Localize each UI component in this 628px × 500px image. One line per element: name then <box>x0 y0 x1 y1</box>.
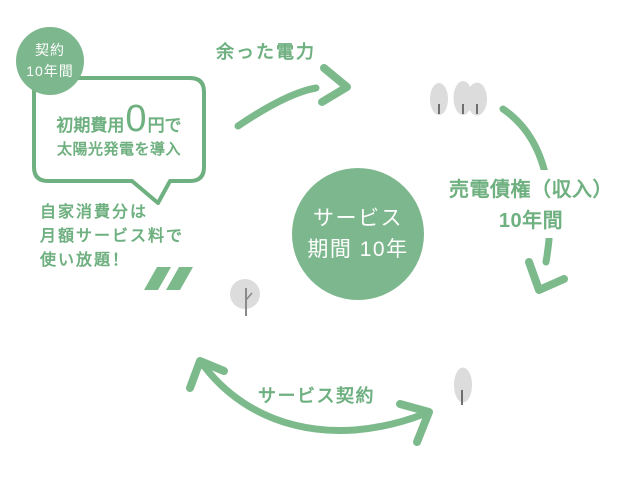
contract-badge-line2: 10年間 <box>26 63 74 79</box>
contract-badge: 契約 10年間 <box>16 27 84 95</box>
arrowhead-upright-icon <box>396 400 433 446</box>
surplus-power-arrow <box>234 64 351 130</box>
speed-lines-icon <box>144 267 193 290</box>
service-contract-arrow <box>186 357 433 446</box>
tree-icon <box>454 367 472 405</box>
arrowhead-upleft-icon <box>186 357 228 392</box>
cost-zero: 0 <box>125 97 147 140</box>
self-consumption-note: 自家消費分は 月額サービス料で 使い放題！ <box>40 204 185 269</box>
service-period-line2: 期間 10年 <box>307 238 409 261</box>
tree-group-icon <box>430 81 487 116</box>
round-tree-icon <box>230 279 260 316</box>
cost-suffix: 円で <box>147 115 182 135</box>
sale-credit-label-backdrop <box>506 170 590 238</box>
sale-credit-line1: 売電債権（収入） <box>449 179 613 201</box>
service-period-line1: サービス <box>313 207 403 230</box>
solar-install-line: 太陽光発電を導入 <box>56 140 181 158</box>
contract-badge-line1: 契約 <box>35 42 65 58</box>
surplus-power-label: 余った電力 <box>216 42 316 62</box>
arrowhead-down-icon <box>525 258 568 294</box>
arrowhead-right-icon <box>318 64 351 106</box>
sale-credit-label: 売電債権（収入） 10年間 <box>438 175 624 237</box>
sale-credit-line2: 10年間 <box>498 210 564 232</box>
cost-prefix: 初期費用 <box>56 115 125 135</box>
service-contract-label: サービス契約 <box>258 386 375 406</box>
service-period-circle: サービス 期間 10年 <box>292 168 424 300</box>
